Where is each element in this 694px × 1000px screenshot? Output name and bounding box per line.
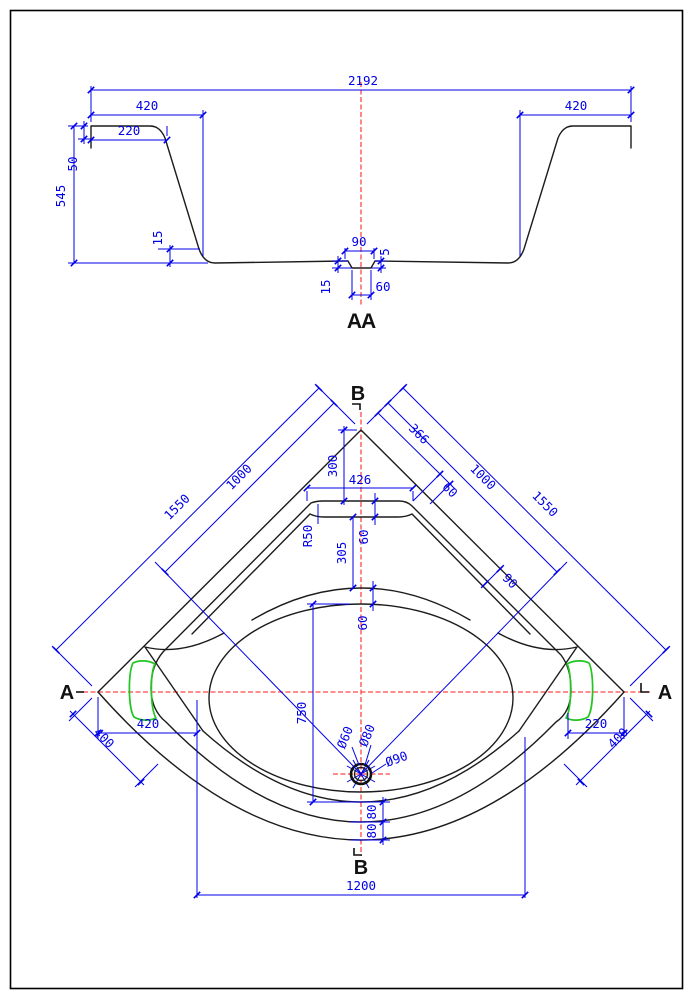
marker-b-bottom: B bbox=[354, 857, 368, 879]
dim-corner-300: 300 bbox=[325, 455, 340, 478]
dim-overall-width: 2192 bbox=[348, 73, 378, 88]
section-extension-lines bbox=[68, 86, 632, 300]
cut-mark-b-top bbox=[352, 403, 361, 410]
plan-dim-ticks-b bbox=[52, 384, 653, 786]
bowl-oval bbox=[208, 603, 514, 793]
dim-edge-60: 60 bbox=[440, 479, 461, 500]
drain-outer-circle bbox=[349, 762, 373, 786]
dim-handle-420: 420 bbox=[137, 716, 160, 731]
dim-floor-center-15: 15 bbox=[318, 279, 333, 294]
dim-offset-60: 60 bbox=[356, 529, 371, 544]
dim-drain-d80: Ø80 bbox=[356, 722, 378, 749]
dim-drain-d60: Ø60 bbox=[334, 724, 356, 751]
handle-left bbox=[128, 660, 157, 721]
dim-rim-drop-50: 50 bbox=[65, 156, 80, 171]
drawing-border bbox=[9, 9, 684, 990]
dim-recess-width-90: 90 bbox=[351, 234, 366, 249]
section-dim-ticks bbox=[70, 86, 635, 299]
plan-dim-ticks-a bbox=[69, 384, 670, 899]
plan-view: 1550 1000 1550 1000 366 60 300 426 60 R5… bbox=[51, 383, 672, 899]
cut-mark-b-bottom bbox=[353, 848, 362, 856]
tub-shelf-contour bbox=[191, 513, 531, 635]
dim-gap-60: 60 bbox=[355, 615, 370, 630]
section-label-aa: AA bbox=[347, 310, 376, 333]
dim-rim-left-220: 220 bbox=[118, 123, 141, 138]
dim-top-426: 426 bbox=[349, 472, 372, 487]
dim-recess-depth-5: 5 bbox=[377, 248, 392, 256]
dim-band-90: 90 bbox=[500, 570, 521, 591]
dim-drain-750: 750 bbox=[294, 702, 309, 725]
handle-right bbox=[565, 660, 594, 721]
bowl-back-arc bbox=[251, 587, 471, 621]
plan-dimension-lines bbox=[55, 387, 667, 896]
dim-right-inner-1000: 1000 bbox=[467, 461, 499, 493]
dim-rim-right-420: 420 bbox=[565, 98, 588, 113]
section-profile bbox=[90, 125, 632, 269]
section-view-aa: 2192 420 220 420 545 50 15 90 5 15 60 AA bbox=[53, 73, 635, 333]
dim-apron-80-a: 80 bbox=[364, 804, 379, 819]
marker-b-top: B bbox=[351, 383, 365, 405]
dim-recess-offset-60: 60 bbox=[375, 279, 390, 294]
dim-corner-400-left: 400 bbox=[91, 725, 118, 752]
dim-left-inner-1000: 1000 bbox=[223, 461, 255, 493]
dim-corner-400-right: 400 bbox=[605, 725, 632, 752]
bowl-wing-left bbox=[144, 632, 225, 732]
dim-front-1200: 1200 bbox=[346, 878, 376, 893]
dim-drain-d90: Ø90 bbox=[383, 748, 409, 770]
dim-depth-305: 305 bbox=[334, 542, 349, 565]
dim-radius-r50: R50 bbox=[300, 525, 315, 548]
cut-mark-a-right bbox=[640, 683, 649, 693]
marker-a-right: A bbox=[658, 682, 672, 704]
dim-floor-edge-15: 15 bbox=[150, 230, 165, 245]
dim-right-outer-1550: 1550 bbox=[529, 488, 561, 520]
drain-inner-circle bbox=[353, 766, 369, 782]
dim-apron-80-b: 80 bbox=[364, 823, 379, 838]
bowl-wing-right bbox=[497, 632, 578, 732]
marker-a-left: A bbox=[60, 682, 74, 704]
tub-outer-edges bbox=[97, 429, 625, 693]
section-dimension-lines bbox=[73, 89, 631, 296]
dim-handle-220: 220 bbox=[585, 716, 608, 731]
dim-total-height-545: 545 bbox=[53, 185, 68, 208]
dim-rim-left-420: 420 bbox=[136, 98, 159, 113]
